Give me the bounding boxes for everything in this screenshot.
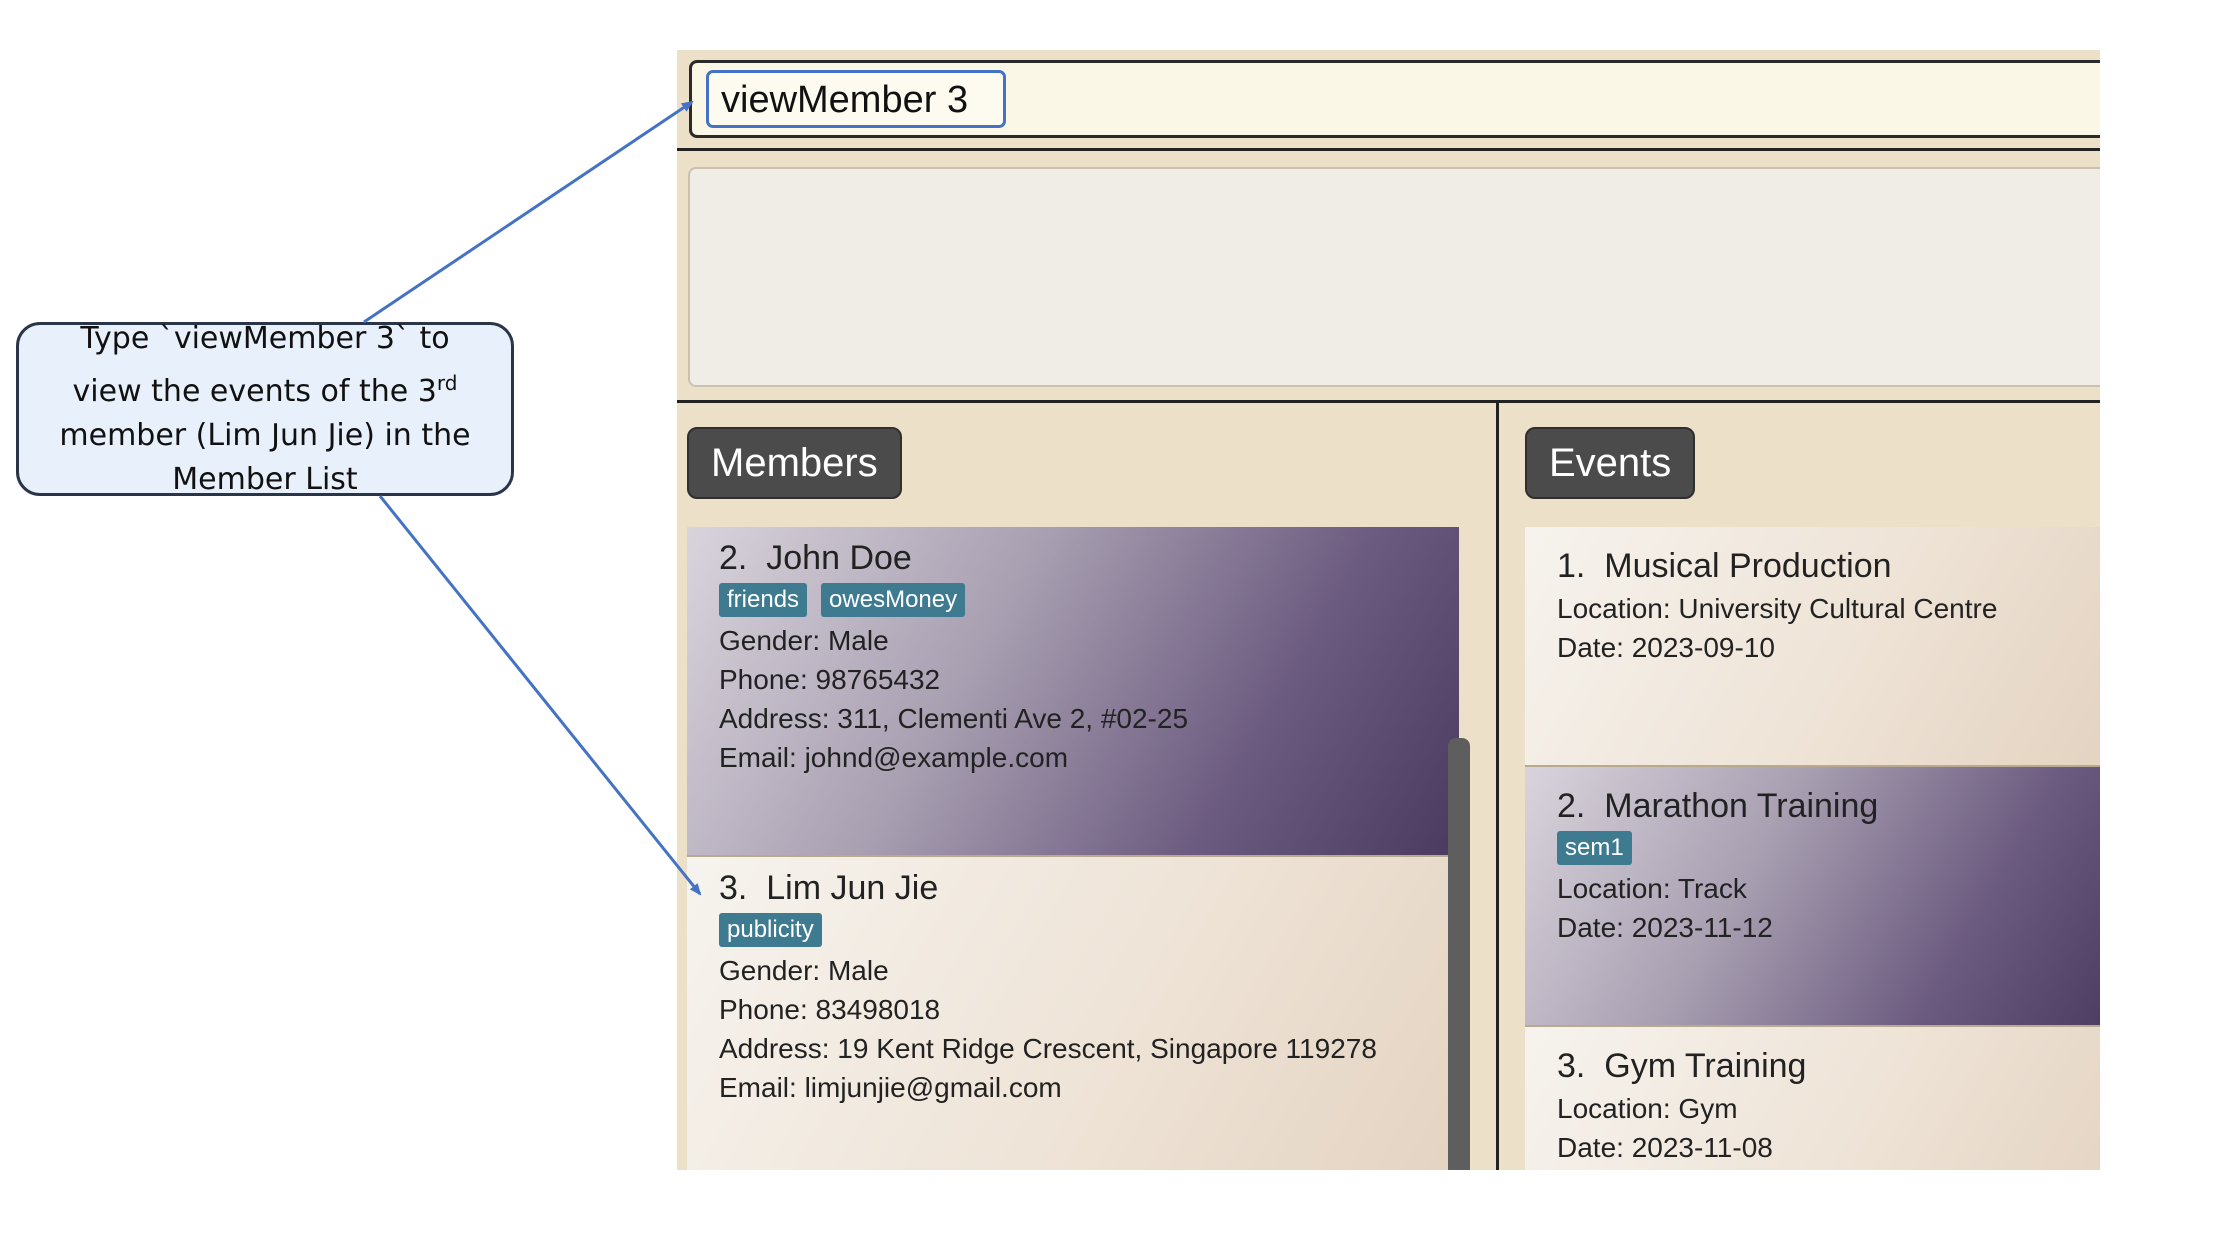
event-location: Location: Gym <box>1557 1093 1738 1124</box>
member-card[interactable]: 3. Lim Jun Jie publicity Gender: Male Ph… <box>687 857 1459 1170</box>
member-gender: Gender: Male <box>719 625 889 656</box>
scrollbar-thumb[interactable] <box>1448 738 1470 1170</box>
command-input[interactable]: viewMember 3 <box>721 79 969 121</box>
divider <box>677 148 2100 151</box>
app-window: viewMember 3 Members 2. John Doe friends… <box>677 50 2100 1170</box>
member-address: Address: 19 Kent Ridge Crescent, Singapo… <box>719 1033 1377 1064</box>
annotation-text: Type `viewMember 3` to view the events o… <box>59 320 471 497</box>
divider <box>677 400 2100 403</box>
command-input-highlight: viewMember 3 <box>706 70 1006 128</box>
tag: friends <box>719 583 808 617</box>
event-name: 3. Gym Training <box>1557 1047 1807 1085</box>
event-tags: sem1 <box>1557 831 2093 865</box>
event-date: Date: 2023-11-08 <box>1557 1132 1773 1163</box>
member-address: Address: 311, Clementi Ave 2, #02-25 <box>719 703 1189 734</box>
member-name: 2. John Doe <box>719 539 912 577</box>
arrow-to-member <box>378 495 702 896</box>
members-panel-label: Members <box>687 427 902 499</box>
tag: publicity <box>719 913 822 947</box>
panel-divider <box>1496 402 1499 1170</box>
member-list[interactable]: 2. John Doe friends owesMoney Gender: Ma… <box>687 527 1459 1170</box>
events-panel-label: Events <box>1525 427 1696 499</box>
event-list[interactable]: 1. Musical Production Location: Universi… <box>1525 527 2100 1170</box>
event-date: Date: 2023-09-10 <box>1557 632 1775 663</box>
tag: owesMoney <box>821 583 966 617</box>
arrow-to-command <box>363 100 694 324</box>
member-tags: publicity <box>719 913 1427 947</box>
member-name: 3. Lim Jun Jie <box>719 869 939 907</box>
annotation-callout: Type `viewMember 3` to view the events o… <box>16 321 514 497</box>
member-email: Email: johnd@example.com <box>719 742 1069 773</box>
event-card[interactable]: 2. Marathon Training sem1 Location: Trac… <box>1525 767 2100 1027</box>
event-location: Location: Track <box>1557 873 1747 904</box>
member-tags: friends owesMoney <box>719 583 1427 617</box>
event-card[interactable]: 1. Musical Production Location: Universi… <box>1525 527 2100 767</box>
tag: sem1 <box>1557 831 1632 865</box>
event-name: 1. Musical Production <box>1557 547 1892 585</box>
event-location: Location: University Cultural Centre <box>1557 593 1998 624</box>
event-card[interactable]: 3. Gym Training Location: Gym Date: 2023… <box>1525 1027 2100 1170</box>
member-phone: Phone: 98765432 <box>719 664 941 695</box>
event-date: Date: 2023-11-12 <box>1557 912 1773 943</box>
member-card[interactable]: 2. John Doe friends owesMoney Gender: Ma… <box>687 527 1459 857</box>
member-email: Email: limjunjie@gmail.com <box>719 1072 1062 1103</box>
member-phone: Phone: 83498018 <box>719 994 941 1025</box>
member-gender: Gender: Male <box>719 955 889 986</box>
event-name: 2. Marathon Training <box>1557 787 1879 825</box>
result-display <box>688 167 2100 387</box>
command-box[interactable]: viewMember 3 <box>689 60 2100 138</box>
